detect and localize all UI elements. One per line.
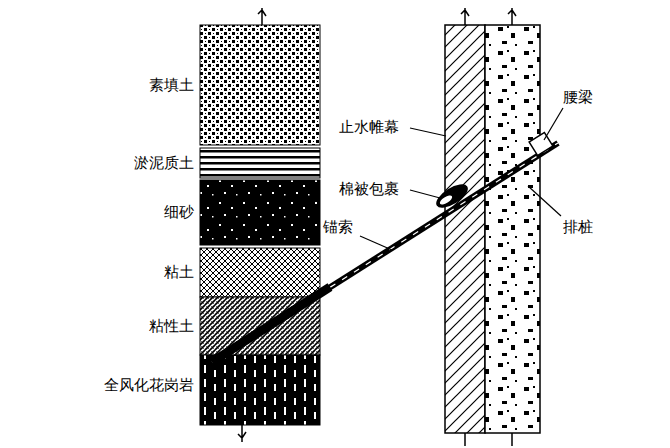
layer-label: 细砂	[163, 203, 195, 221]
part-label: 腰梁	[562, 88, 594, 106]
waist-beam	[529, 132, 553, 155]
part-label: 棉被包裹	[338, 180, 400, 198]
part-label: 止水帷幕	[338, 118, 400, 136]
part-label: 排桩	[562, 218, 594, 236]
cotton-wrap	[432, 180, 471, 213]
cotton-wrap-highlight	[438, 194, 453, 207]
part-label: 锚索	[322, 218, 354, 236]
layer-label: 粘土	[163, 263, 195, 281]
layer-label: 全风化花岗岩	[103, 376, 195, 394]
retaining-wall	[445, 8, 540, 446]
layer-label: 素填土	[148, 76, 195, 94]
anchor-cable	[212, 143, 558, 362]
layer-label: 粘性土	[148, 317, 195, 335]
soil-column	[200, 8, 320, 442]
layer-label: 淤泥质土	[133, 154, 195, 172]
